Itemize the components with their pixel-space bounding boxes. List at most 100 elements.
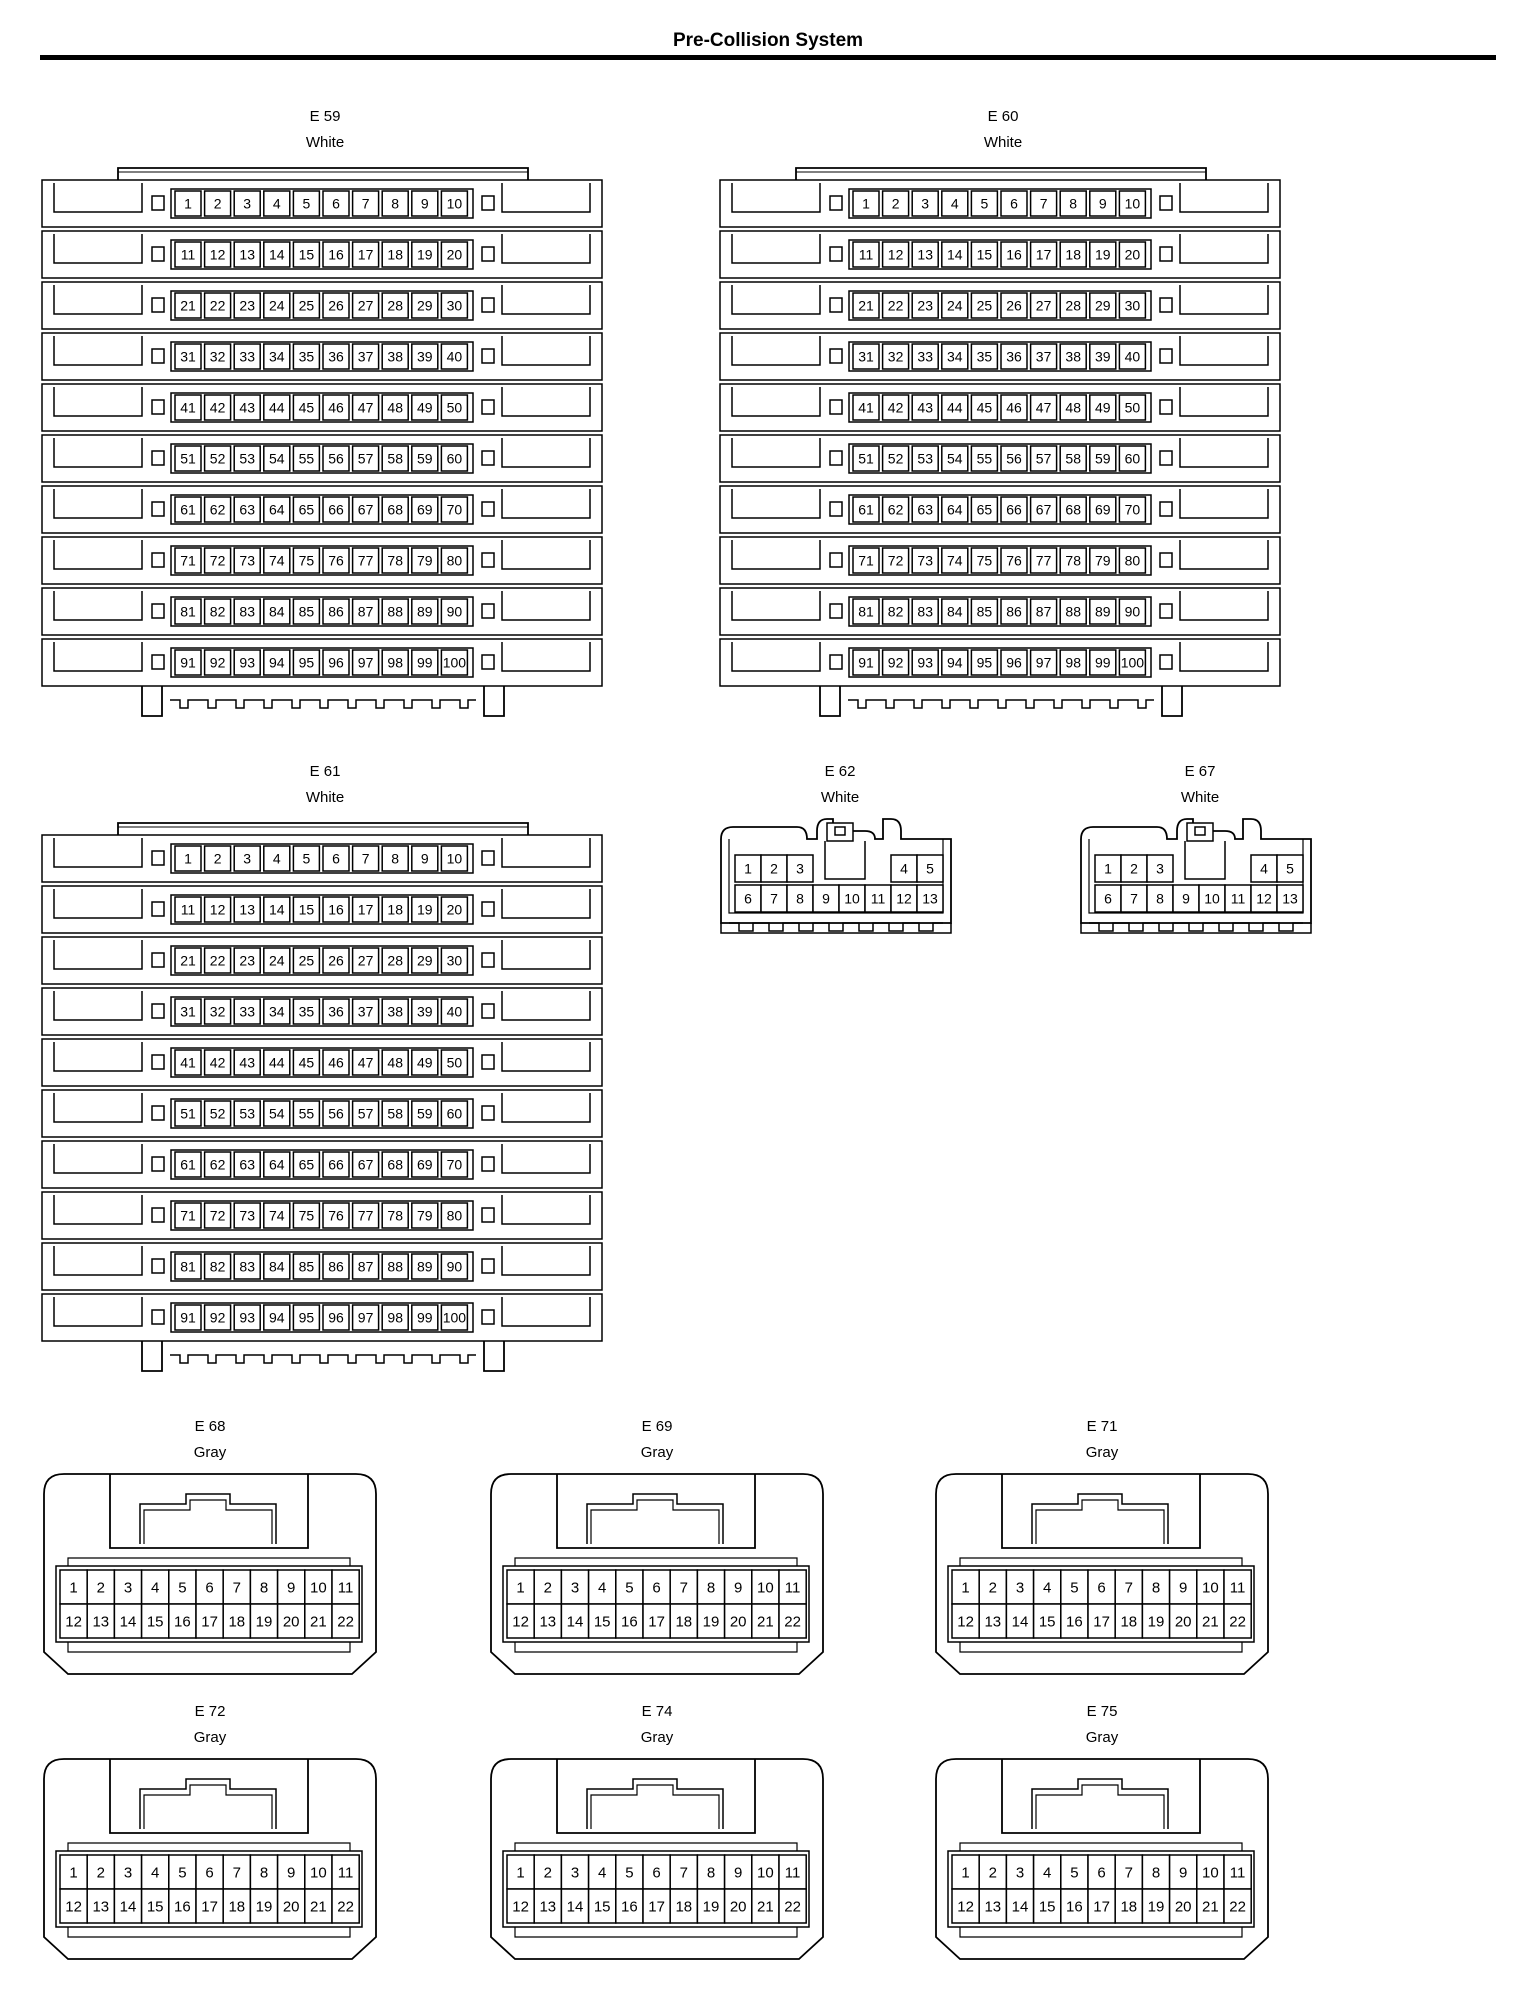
pin-box (1120, 854, 1148, 883)
pin-cell: 7 (351, 190, 380, 217)
latch-frame (556, 1759, 756, 1834)
pin-box (1089, 547, 1117, 574)
pin-cell: 55 (292, 445, 321, 472)
pin-cell: 2 (1120, 854, 1148, 883)
pin-box (322, 598, 350, 625)
pin-cell: 1 (951, 1854, 980, 1890)
pin-cell: 10 (838, 884, 866, 913)
pin-box (911, 496, 939, 523)
row-lock-left (151, 1258, 165, 1274)
pin-cell: 99 (411, 1304, 439, 1331)
foot-right (1161, 686, 1183, 717)
row-right-tab (1179, 387, 1269, 417)
row-lock-left (151, 246, 165, 262)
pin-cell: 10 (304, 1854, 333, 1890)
pin-cell: 12 (59, 1603, 88, 1639)
row-lock-left (151, 348, 165, 364)
row-lock-right (481, 850, 495, 866)
pin-number: 75 (299, 1208, 315, 1224)
pin-box (203, 1100, 232, 1127)
pin-box (276, 1569, 306, 1605)
pin-cell: 73 (233, 1202, 261, 1229)
pin-number: 14 (120, 1898, 137, 1915)
pin-number: 16 (328, 902, 344, 918)
pin-cell: 9 (723, 1569, 753, 1605)
pin-number: 81 (180, 1259, 196, 1275)
pin-number: 22 (210, 953, 226, 969)
pin-box (249, 1888, 279, 1924)
pin-box (203, 896, 232, 923)
row-lock-right (481, 654, 495, 670)
pin-box (881, 241, 910, 268)
pin-cell: 11 (778, 1854, 807, 1890)
latch-frame (1001, 1759, 1201, 1834)
pin-number: 78 (1065, 553, 1081, 569)
row-lock-right (481, 1105, 495, 1121)
pin-box (852, 598, 880, 625)
row-right-tab (1179, 336, 1269, 366)
row-left-tab (53, 1297, 143, 1327)
pin-number: 21 (1202, 1613, 1219, 1630)
pin-cell: 52 (203, 445, 232, 472)
pin-cell: 34 (941, 343, 969, 370)
pin-number: 66 (328, 1157, 344, 1173)
pin-number: 88 (1065, 604, 1081, 620)
pin-cell: 8 (1141, 1569, 1171, 1605)
pin-number: 15 (299, 247, 315, 263)
pin-cell: 75 (292, 547, 321, 574)
pin-cell: 76 (322, 1202, 350, 1229)
center-latch-hole (834, 826, 846, 836)
pin-cell: 3 (911, 190, 939, 217)
pin-number: 13 (922, 891, 938, 907)
pin-box (292, 292, 321, 319)
pin-box (263, 845, 291, 872)
pin-number: 2 (214, 851, 222, 867)
pin-box (1089, 394, 1117, 421)
pin-box (195, 1854, 224, 1890)
pin-box (292, 896, 321, 923)
pin-number: 3 (796, 861, 804, 877)
pin-cell: 37 (351, 343, 380, 370)
pin-cell: 38 (1059, 343, 1087, 370)
row-right-tab (501, 1093, 591, 1123)
pin-box (381, 547, 409, 574)
pin-box (411, 394, 439, 421)
pin-number: 13 (984, 1898, 1001, 1915)
pin-cell: 2 (533, 1854, 563, 1890)
pin-box (1032, 1603, 1062, 1639)
pin-cell: 21 (751, 1603, 780, 1639)
row-left-tab (731, 438, 821, 468)
pin-box (440, 947, 469, 974)
pin-box (440, 1151, 469, 1178)
pin-cell: 7 (1120, 884, 1148, 913)
pin-number: 24 (269, 298, 285, 314)
pin-number: 19 (417, 902, 433, 918)
pin-number: 6 (1104, 891, 1112, 907)
pin-number: 8 (707, 1864, 715, 1881)
pin-number: 86 (328, 604, 344, 620)
latch-frame (556, 1474, 756, 1549)
pin-number: 84 (269, 604, 285, 620)
pin-number: 19 (417, 247, 433, 263)
pin-cell: 28 (381, 947, 409, 974)
pin-cell: 4 (263, 190, 291, 217)
pin-number: 5 (178, 1579, 186, 1596)
pin-box (786, 884, 814, 913)
pin-box (233, 496, 261, 523)
pin-cell: 86 (1000, 598, 1028, 625)
pin-number: 12 (1256, 891, 1272, 907)
pin-box (174, 445, 202, 472)
pin-number: 59 (1095, 451, 1111, 467)
pin-cell: 6 (1087, 1569, 1116, 1605)
pin-number: 12 (210, 902, 226, 918)
pin-cell: 79 (1089, 547, 1117, 574)
pin-box (615, 1888, 644, 1924)
pin-number: 99 (1095, 655, 1111, 671)
pin-box (1118, 394, 1147, 421)
pin-number: 22 (210, 298, 226, 314)
pin-cell: 22 (331, 1603, 360, 1639)
pin-cell: 6 (1094, 884, 1122, 913)
